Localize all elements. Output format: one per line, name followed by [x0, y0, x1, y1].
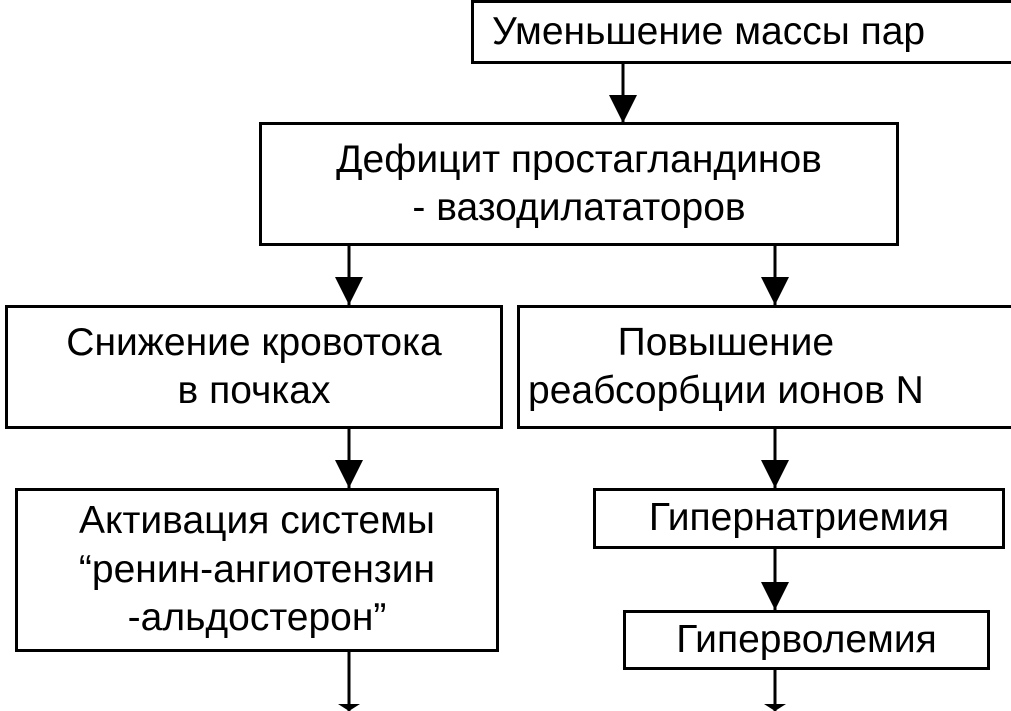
- arrowhead-raas-continues: [338, 704, 360, 711]
- node-renal-blood-flow: Снижение кровотока в почках: [5, 305, 503, 429]
- node-hypernatremia: Гипернатриемия: [593, 488, 1005, 549]
- node-raas-activation: Активация системы “ренин-ангиотензин -ал…: [15, 488, 499, 652]
- node-sodium-reabsorption: Повышение реабсорбции ионов N: [517, 305, 1011, 429]
- node-mass-loss: Уменьшение массы пар: [471, 0, 1011, 64]
- node-prostaglandin-deficit: Дефицит простагландинов - вазодилататоро…: [259, 122, 899, 246]
- arrowhead-hypervolemia-continues: [764, 704, 786, 711]
- node-hypervolemia: Гиперволемия: [623, 610, 990, 670]
